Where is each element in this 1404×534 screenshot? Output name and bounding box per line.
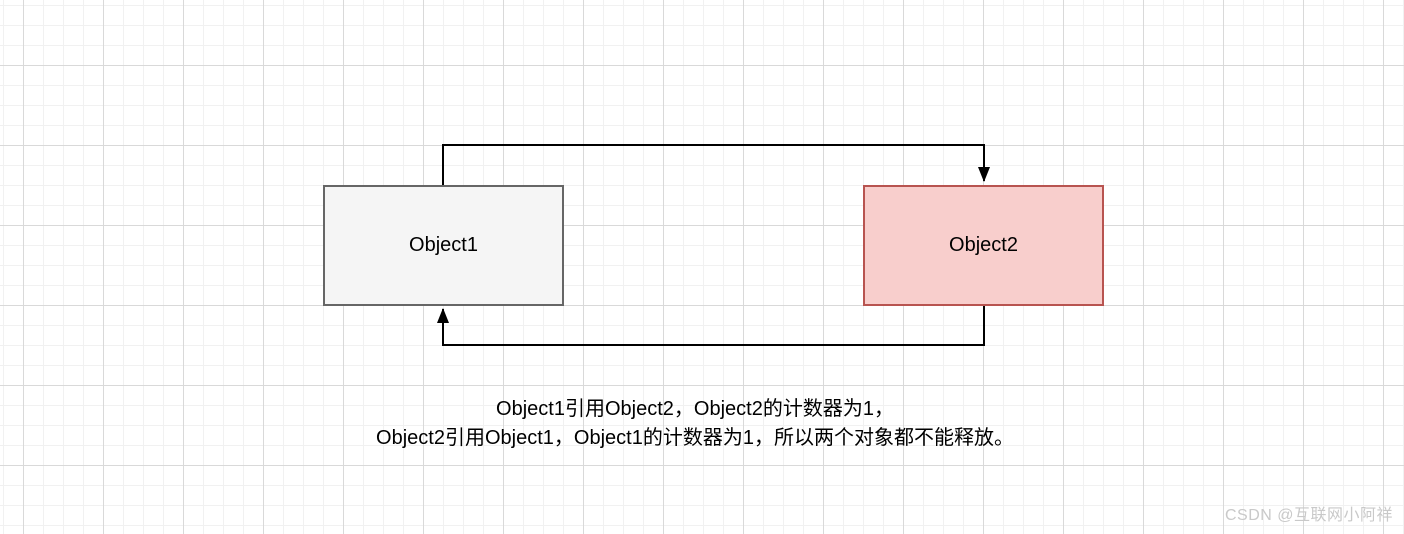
arrow-object1-to-object2 (442, 144, 990, 185)
object1-node: Object1 (323, 185, 564, 306)
object2-node: Object2 (863, 185, 1104, 306)
arrow-object2-to-object1 (437, 306, 985, 346)
caption-line-2: Object2引用Object1，Object1的计数器为1，所以两个对象都不能… (376, 427, 1014, 449)
object2-label: Object2 (949, 234, 1018, 256)
caption: Object1引用Object2，Object2的计数器为1， Object2引… (0, 395, 1390, 453)
watermark: CSDN @互联网小阿祥 (1224, 507, 1393, 524)
object1-label: Object1 (409, 234, 478, 256)
caption-line-1: Object1引用Object2，Object2的计数器为1， (496, 398, 894, 420)
